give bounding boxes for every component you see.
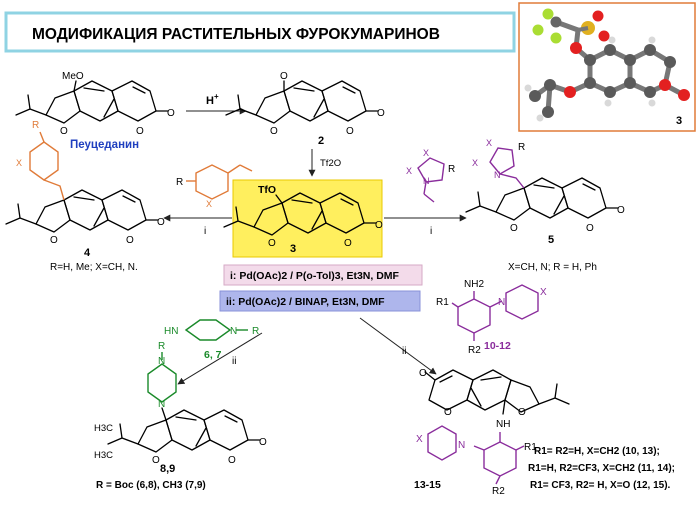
compound-5-structure: X X N R bbox=[465, 138, 626, 235]
compound-1315-label: 13-15 bbox=[414, 479, 441, 491]
compound-4-structure: R X bbox=[5, 120, 166, 247]
aniline-nh2-label: NH2 bbox=[464, 279, 484, 290]
step-ii-right: ii bbox=[402, 346, 406, 357]
compound-1315-carbonyl-o: O bbox=[419, 368, 427, 379]
reagent-tf2o-label: Tf2O bbox=[320, 158, 341, 169]
title-box bbox=[4, 11, 516, 53]
compound-1315-core bbox=[424, 369, 570, 415]
compound-4-x-label: X bbox=[16, 158, 22, 168]
compound-4-substituents: R=H, Me; X=CH, N. bbox=[50, 262, 138, 273]
compound-3-structure: TfO bbox=[223, 184, 384, 250]
compound-5-x1-label: X bbox=[486, 138, 492, 148]
triflate-label: TfO bbox=[258, 184, 276, 196]
ketone-o-label: O bbox=[280, 71, 288, 82]
compound-1315-aryl: N X R1 R2 bbox=[416, 425, 537, 497]
compound-2-label: 2 bbox=[318, 135, 324, 147]
azole-n-label: N bbox=[423, 176, 430, 186]
step-i-right: i bbox=[430, 226, 432, 237]
aniline-r2-label: R2 bbox=[468, 345, 481, 356]
piperazine-r-label: R bbox=[252, 326, 259, 337]
condition-ii-box bbox=[219, 290, 421, 312]
compound-5-substituents: X=CH, N; R = H, Ph bbox=[508, 262, 597, 273]
page-title: МОДИФИКАЦИЯ РАСТИТЕЛЬНЫХ ФУРОКУМАРИНОВ bbox=[32, 26, 440, 43]
compound-4-label: 4 bbox=[84, 247, 91, 259]
compound-1315-furan-o: O bbox=[518, 407, 526, 418]
peucedanin-label: Пеуцеданин bbox=[70, 139, 139, 151]
legend-line-3: R1= CF3, R2= H, X=O (12, 15). bbox=[530, 480, 671, 491]
vinylazole-reagent: X X N R bbox=[406, 148, 455, 203]
methoxy-label: MeO bbox=[62, 71, 84, 82]
compound-5-r-label: R bbox=[518, 142, 525, 153]
legend-line-1: R1= R2=H, X=CH2 (10, 13); bbox=[534, 446, 660, 457]
model-compound-number: 3 bbox=[676, 115, 682, 127]
condition-i-box bbox=[223, 264, 423, 286]
azole-r-label: R bbox=[448, 164, 455, 175]
methyl-h3c-label-1: H3C bbox=[94, 423, 113, 434]
methyl-h3c-label-2: H3C bbox=[94, 450, 113, 461]
compound-3-label: 3 bbox=[290, 243, 296, 255]
reagent-r-label: R bbox=[176, 177, 183, 188]
legend-line-2: R1=H, R2=CF3, X=CH2 (11, 14); bbox=[528, 463, 675, 474]
aniline-r1-label: R1 bbox=[436, 297, 449, 308]
compound-89-r-label: R bbox=[158, 341, 165, 352]
piperazine-reagent: HN N R bbox=[164, 319, 259, 341]
reagent-x-label: X bbox=[206, 199, 212, 209]
vinylarene-reagent: R X bbox=[176, 164, 253, 209]
compound-1315-pyranone-o: O bbox=[444, 407, 452, 418]
arrow-to-89 bbox=[177, 332, 263, 385]
compound-2-structure: O bbox=[225, 71, 386, 138]
compound-1315-nh-label: NH bbox=[496, 419, 510, 430]
compound-89-n1-label: N bbox=[158, 399, 165, 410]
condition-ii-text: ii: Pd(OAc)2 / BINAP, Et3N, DMF bbox=[226, 296, 385, 308]
arrow-to-1315 bbox=[359, 317, 437, 375]
compound-89-label: 8,9 bbox=[160, 463, 175, 475]
condition-i-text: i: Pd(OAc)2 / P(o-Tol)3, Et3N, DMF bbox=[230, 270, 400, 282]
compound-89-substituents: R = Boc (6,8), CH3 (7,9) bbox=[96, 480, 206, 491]
piperazine-n-label: N bbox=[230, 326, 237, 337]
aniline-reagent: NH2 N X R1 R2 bbox=[436, 279, 547, 356]
compound-1315-x-label: X bbox=[416, 434, 423, 445]
compound-89-n2-label: N bbox=[158, 356, 165, 367]
peucedanin-structure: MeO bbox=[15, 71, 176, 138]
piperazine-hn-label: HN bbox=[164, 326, 178, 337]
aniline-x-label: X bbox=[540, 287, 547, 298]
compound-5-x2-label: X bbox=[472, 158, 478, 168]
aniline-n-label: N bbox=[498, 297, 505, 308]
molecular-model-image: 3 bbox=[518, 2, 696, 132]
reagent-h-label: H+ bbox=[206, 92, 219, 107]
compound-1315-n-label: N bbox=[458, 440, 465, 451]
reagent-67-label: 6, 7 bbox=[204, 349, 222, 361]
step-i-left: i bbox=[204, 226, 206, 237]
compound-1315-r1-label: R1 bbox=[524, 442, 537, 453]
reagent-1012-label: 10-12 bbox=[484, 340, 511, 352]
central-compound-box bbox=[232, 179, 383, 258]
compound-5-n-label: N bbox=[494, 170, 501, 180]
compound-89-structure: N N R H3C H3C bbox=[94, 341, 268, 467]
step-ii-left: ii bbox=[232, 356, 236, 367]
compound-4-r-label: R bbox=[32, 120, 39, 131]
compound-1315-r2-label: R2 bbox=[492, 486, 505, 497]
azole-x1-label: X bbox=[423, 148, 429, 158]
compound-5-label: 5 bbox=[548, 234, 554, 246]
azole-x2-label: X bbox=[406, 166, 412, 176]
